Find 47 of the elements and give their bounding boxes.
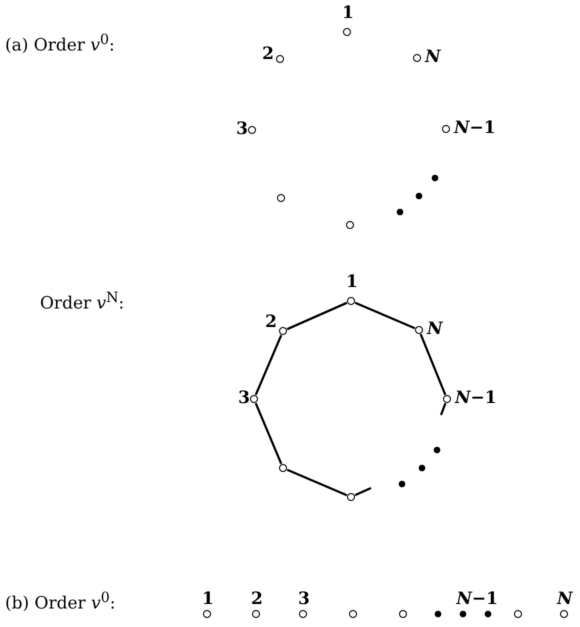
- edge-line: [354, 487, 372, 496]
- vertex-label: N: [557, 590, 573, 608]
- vertex-circle: [346, 492, 354, 500]
- vertex-circle: [202, 610, 210, 618]
- vertex-circle: [248, 126, 256, 134]
- vertex-label: N−1: [456, 590, 498, 608]
- vertex-circle: [442, 124, 450, 132]
- vertex-label: N−1: [454, 119, 496, 137]
- vertex-label: N−1: [455, 389, 497, 407]
- edge-line: [354, 302, 416, 330]
- vertex-circle: [348, 610, 356, 618]
- vertex-label: 3: [238, 389, 250, 407]
- vertex-label: 1: [202, 590, 214, 608]
- edge-line: [420, 334, 446, 396]
- vertex-circle: [278, 464, 286, 472]
- panel-label: Order v$^{N}$:: [40, 289, 124, 314]
- edge-line: [254, 402, 282, 464]
- vertex-circle: [276, 194, 284, 202]
- vertex-label: N: [427, 320, 443, 338]
- vertex-label: 2: [262, 45, 274, 63]
- vertex-circle: [342, 28, 350, 36]
- vertex-circle: [398, 610, 406, 618]
- vertex-circle: [412, 54, 420, 62]
- vertex-label: 3: [298, 590, 310, 608]
- vertex-circle: [250, 394, 258, 402]
- vertex-label: 1: [342, 4, 354, 22]
- vertex-label: N: [425, 48, 441, 66]
- vertex-circle: [276, 54, 284, 62]
- vertex-label: 1: [346, 273, 358, 291]
- vertex-circle: [346, 220, 354, 228]
- vertex-circle: [514, 610, 522, 618]
- edge-line: [286, 302, 348, 330]
- edge-line: [440, 402, 446, 416]
- panel-label: (a) Order v$^{0}$:: [5, 31, 115, 56]
- vertex-label: 2: [265, 313, 277, 331]
- vertex-circle: [298, 610, 306, 618]
- vertex-label: 2: [251, 590, 263, 608]
- vertex-circle: [346, 296, 354, 304]
- edge-line: [254, 334, 282, 396]
- vertex-circle: [442, 394, 450, 402]
- vertex-circle: [414, 326, 422, 334]
- edge-line: [286, 468, 348, 496]
- vertex-circle: [560, 610, 568, 618]
- vertex-label: 3: [236, 120, 248, 138]
- panel-label: (b) Order v$^{0}$:: [5, 589, 116, 614]
- vertex-circle: [252, 610, 260, 618]
- vertex-circle: [278, 326, 286, 334]
